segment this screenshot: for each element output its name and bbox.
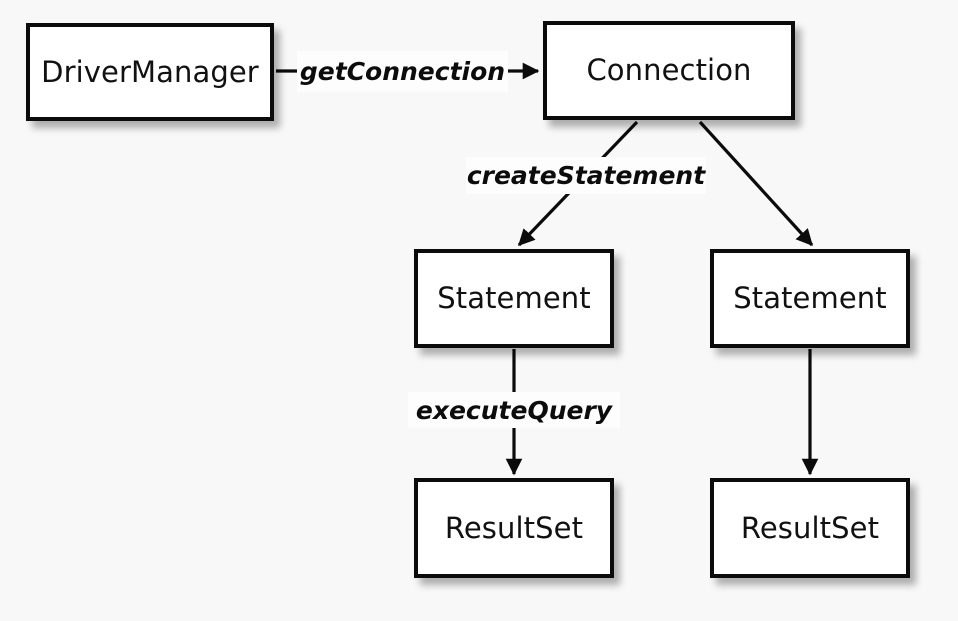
node-connection-label: Connection — [586, 53, 752, 87]
node-resultset-left[interactable]: ResultSet — [414, 478, 614, 578]
node-resultset-right-label: ResultSet — [740, 510, 880, 545]
node-resultset-left-label: ResultSet — [444, 510, 584, 545]
node-statement-left[interactable]: Statement — [414, 249, 614, 348]
node-drivermanager-label: DriverManager — [41, 54, 259, 89]
node-statement-left-label: Statement — [437, 281, 591, 315]
edge-label-createstatement-text: createStatement — [466, 161, 706, 190]
edge-label-getconnection: getConnection — [297, 51, 508, 92]
edge-createstatement-2-line — [698, 120, 814, 247]
edge-label-executequery-text: executeQuery — [415, 395, 613, 425]
node-connection[interactable]: Connection — [543, 21, 795, 120]
node-statement-right[interactable]: Statement — [710, 249, 910, 348]
edge-label-executequery: executeQuery — [408, 392, 620, 428]
node-statement-right-label: Statement — [733, 281, 887, 315]
node-drivermanager[interactable]: DriverManager — [26, 23, 274, 121]
node-resultset-right[interactable]: ResultSet — [710, 478, 910, 578]
edge-label-getconnection-text: getConnection — [299, 57, 506, 86]
edge-label-createstatement: createStatement — [466, 157, 706, 194]
